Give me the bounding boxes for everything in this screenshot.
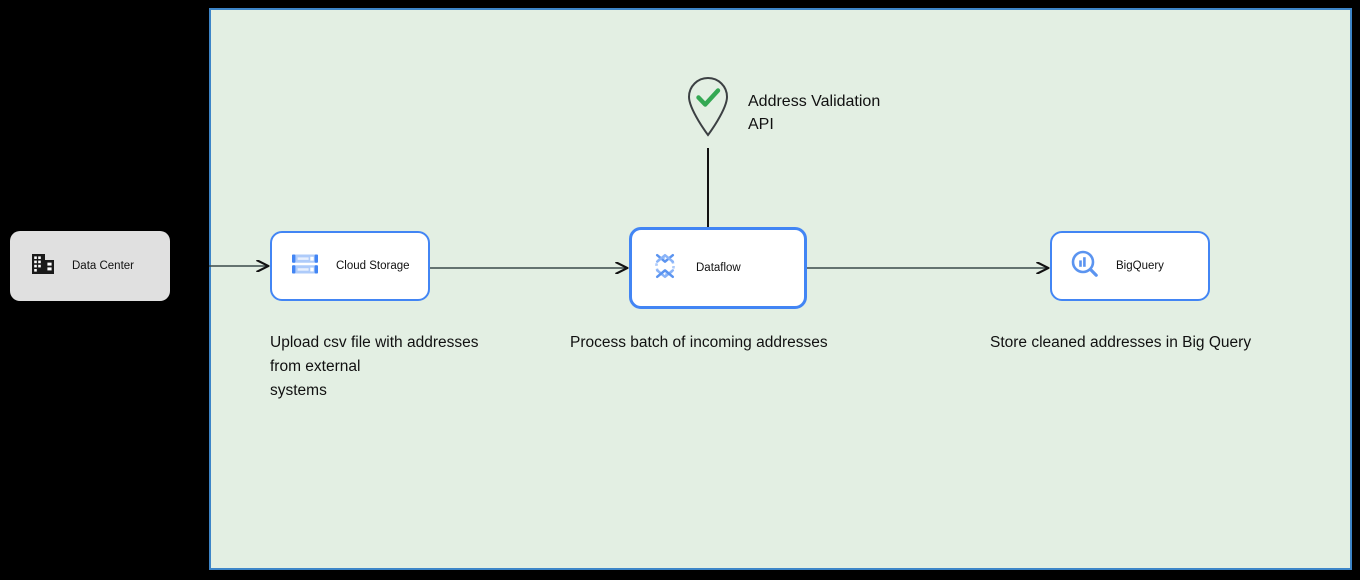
data-center-label: Data Center	[72, 260, 135, 272]
caption-cloud-storage: Upload csv file with addresses from exte…	[270, 334, 479, 399]
node-bigquery[interactable]: BigQuery	[1050, 231, 1210, 301]
map-pin-check-icon[interactable]	[685, 76, 731, 138]
dataflow-label: Dataflow	[696, 262, 741, 274]
cloud-storage-icon	[290, 249, 320, 284]
bigquery-icon	[1070, 249, 1100, 284]
bigquery-label: BigQuery	[1116, 260, 1164, 272]
api-label: Address Validation API	[748, 93, 881, 133]
building-icon	[30, 251, 56, 282]
dataflow-icon	[650, 251, 680, 286]
node-dataflow[interactable]: Dataflow	[629, 227, 807, 309]
cloud-storage-label: Cloud Storage	[336, 260, 410, 272]
caption-bigquery: Store cleaned addresses in Big Query	[990, 334, 1252, 351]
node-cloud-storage[interactable]: Cloud Storage	[270, 231, 430, 301]
caption-dataflow: Process batch of incoming addresses	[570, 334, 828, 351]
node-data-center[interactable]: Data Center	[10, 231, 170, 301]
